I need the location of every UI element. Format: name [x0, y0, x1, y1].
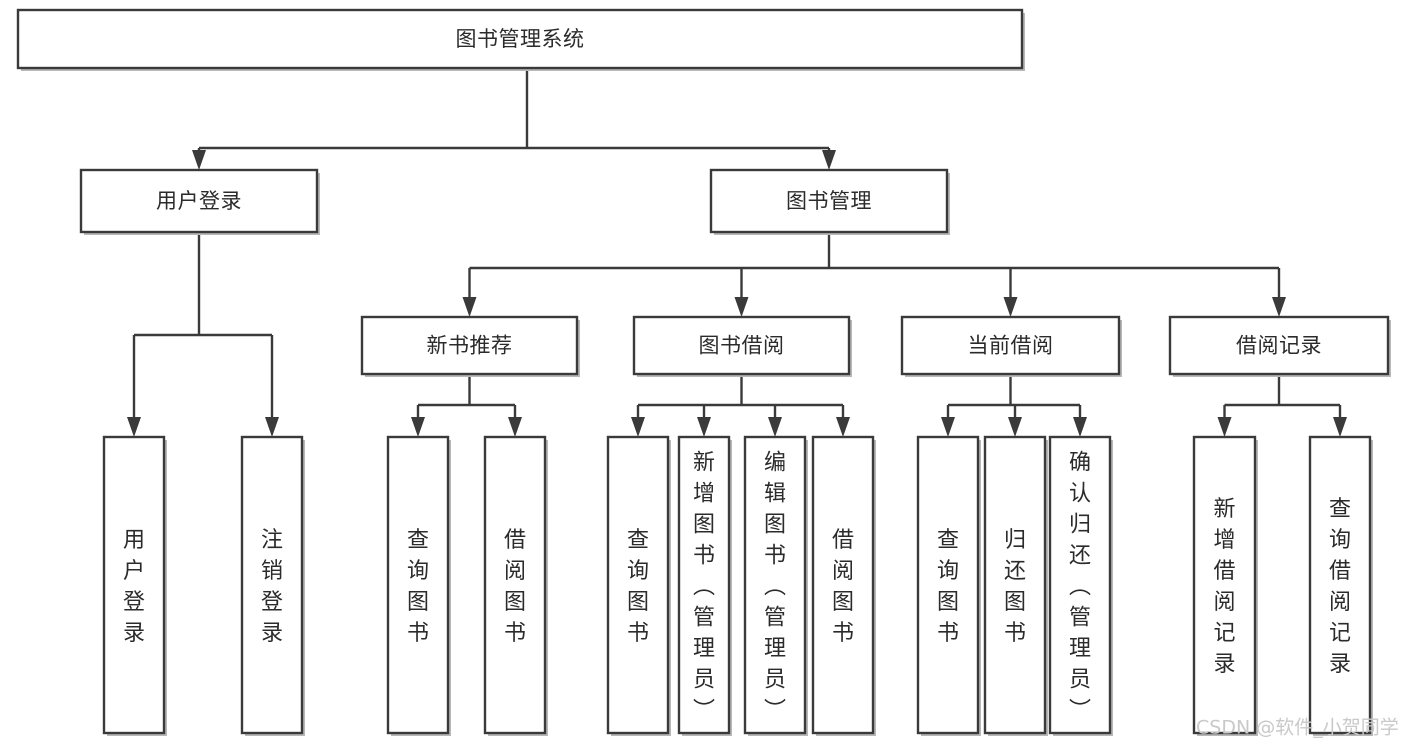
- csdn-watermark: CSDN @软件_小贺同学: [1196, 717, 1399, 739]
- node-box-leaf-confirm-return-admin[interactable]: 确认归还︵管理员︶: [1048, 435, 1113, 736]
- arrow-head-icon: [192, 150, 206, 170]
- arrow-head-icon: [1008, 417, 1022, 437]
- node-label: 借阅图书: [832, 528, 854, 646]
- node-box-leaf-user-logout[interactable]: 注销登录: [240, 435, 305, 736]
- node-label: 查询图书: [937, 528, 959, 646]
- node-box-user-login[interactable]: 用户登录: [79, 168, 320, 235]
- node-label: 查询借阅记录: [1329, 497, 1351, 677]
- node-box-leaf-query-book-current[interactable]: 查询图书: [916, 435, 981, 736]
- node-label: 图书管理: [786, 189, 872, 213]
- arrow-head-icon: [768, 417, 782, 437]
- arrow-head-icon: [265, 417, 279, 437]
- node-label: 编辑图书︵管理员︶: [764, 451, 786, 724]
- node-box-book-management[interactable]: 图书管理: [709, 168, 950, 235]
- arrow-head-icon: [836, 417, 850, 437]
- connectors-layer: [127, 68, 1347, 437]
- arrow-head-icon: [1217, 417, 1232, 437]
- node-label: 查询图书: [627, 528, 649, 646]
- node-label: 当前借阅: [968, 334, 1054, 358]
- arrow-head-icon: [127, 417, 141, 437]
- node-box-leaf-borrow-book[interactable]: 借阅图书: [811, 435, 876, 736]
- node-label: 新书推荐: [427, 334, 513, 358]
- node-label: 图书借阅: [699, 334, 785, 358]
- arrow-head-icon: [822, 150, 836, 170]
- arrow-head-icon: [1333, 417, 1347, 437]
- node-label: 查询图书: [407, 528, 429, 646]
- arrow-head-icon: [508, 417, 522, 437]
- node-box-leaf-query-borrow-record[interactable]: 查询借阅记录: [1308, 435, 1373, 736]
- arrow-head-icon: [734, 297, 749, 317]
- boxes-layer: 图书管理系统用户登录图书管理新书推荐图书借阅当前借阅借阅记录用户登录注销登录查询…: [16, 8, 1391, 736]
- arrow-head-icon: [631, 417, 645, 437]
- node-label: 用户登录: [123, 528, 145, 646]
- node-label: 用户登录: [156, 189, 242, 213]
- node-label: 借阅图书: [504, 528, 526, 646]
- node-box-book-borrow[interactable]: 图书借阅: [632, 315, 852, 377]
- node-label: 归还图书: [1004, 528, 1026, 646]
- node-label: 新增借阅记录: [1213, 497, 1235, 677]
- node-label: 借阅记录: [1236, 334, 1322, 358]
- node-box-leaf-query-book-recommend[interactable]: 查询图书: [386, 435, 451, 736]
- node-box-leaf-add-book-admin[interactable]: 新增图书︵管理员︶: [677, 435, 732, 736]
- node-box-leaf-query-book-borrow[interactable]: 查询图书: [606, 435, 671, 736]
- node-box-root-root[interactable]: 图书管理系统: [16, 8, 1025, 71]
- arrow-head-icon: [1073, 417, 1087, 437]
- node-label: 确认归还︵管理员︶: [1069, 451, 1091, 724]
- node-box-current-borrow[interactable]: 当前借阅: [900, 315, 1122, 377]
- node-box-leaf-borrow-book-recommend[interactable]: 借阅图书: [483, 435, 548, 736]
- arrow-head-icon: [697, 417, 711, 437]
- node-label: 注销登录: [261, 528, 283, 646]
- node-box-leaf-add-borrow-record[interactable]: 新增借阅记录: [1192, 435, 1258, 736]
- arrow-head-icon: [941, 417, 955, 437]
- node-box-leaf-return-book[interactable]: 归还图书: [983, 435, 1048, 736]
- node-label: 新增图书︵管理员︶: [693, 451, 715, 724]
- node-label: 图书管理系统: [456, 27, 585, 51]
- node-box-new-book-recommend[interactable]: 新书推荐: [360, 315, 580, 377]
- node-box-leaf-user-login[interactable]: 用户登录: [102, 435, 167, 736]
- node-box-borrow-record[interactable]: 借阅记录: [1168, 315, 1391, 377]
- arrow-head-icon: [462, 297, 477, 317]
- arrow-head-icon: [1272, 297, 1286, 317]
- arrow-head-icon: [411, 417, 425, 437]
- node-box-leaf-edit-book-admin[interactable]: 编辑图书︵管理员︶: [743, 435, 808, 736]
- arrow-head-icon: [1003, 297, 1018, 317]
